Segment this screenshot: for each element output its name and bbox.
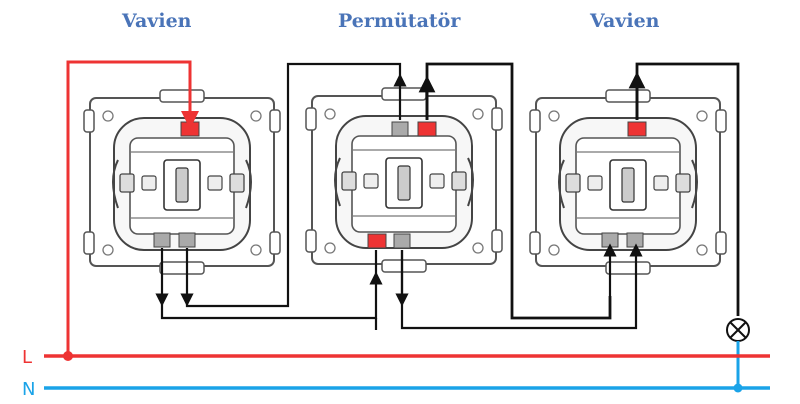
right-switch-terminal-1 (601, 232, 619, 248)
lamp-icon (726, 318, 750, 342)
live-feed-wire (66, 60, 199, 356)
left-switch-common-terminal (180, 121, 200, 137)
traveller-wire-right-1 (425, 62, 612, 320)
title-left-switch: Vavien (122, 10, 192, 32)
title-middle-switch: Permütatör (338, 10, 461, 32)
left-switch-terminal-1 (153, 232, 171, 248)
middle-switch-terminal-top-2 (417, 121, 437, 137)
right-switch-common-terminal (627, 121, 647, 137)
traveller-wire-bottom (160, 271, 383, 320)
middle-switch-terminal-top-1 (391, 121, 409, 137)
middle-switch-terminal-bottom-1 (367, 233, 387, 249)
live-label: L (22, 347, 32, 368)
title-right-switch: Vavien (590, 10, 660, 32)
traveller-wire-top (185, 62, 402, 308)
left-switch-terminal-2 (178, 232, 196, 248)
right-switch-terminal-2 (626, 232, 644, 248)
neutral-label: N (22, 379, 35, 400)
middle-switch-terminal-bottom-2 (393, 233, 411, 249)
